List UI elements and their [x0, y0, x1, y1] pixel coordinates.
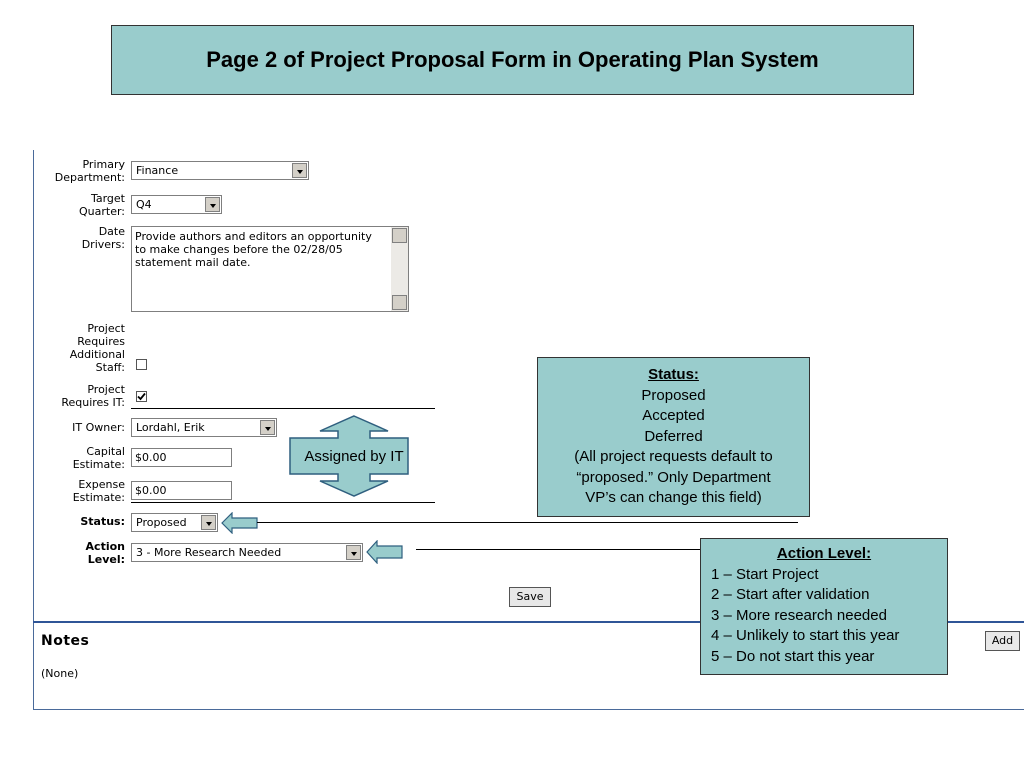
- status-pointer-arrow-icon: [221, 512, 258, 534]
- assigned-by-it-label: Assigned by IT: [304, 447, 404, 465]
- save-button[interactable]: Save: [509, 587, 551, 607]
- notes-divider: [33, 621, 1024, 623]
- assigned-by-it-double-arrow: [289, 415, 409, 497]
- capital-estimate-input[interactable]: $0.00: [131, 448, 232, 467]
- primary-department-label: Primary Department:: [54, 158, 125, 184]
- primary-department-select[interactable]: Finance: [131, 161, 309, 180]
- it-owner-select[interactable]: Lordahl, Erik: [131, 418, 277, 437]
- action-level-callout: Action Level: 1 – Start Project 2 – Star…: [700, 538, 948, 675]
- status-callout: Status: Proposed Accepted Deferred (All …: [537, 357, 810, 517]
- action-level-connector-line: [416, 549, 701, 550]
- date-drivers-scrollbar[interactable]: [391, 227, 408, 311]
- additional-staff-label: Project Requires Additional Staff:: [69, 322, 125, 374]
- date-drivers-text: Provide authors and editors an opportuni…: [135, 230, 372, 269]
- scroll-down-arrow-icon[interactable]: [392, 295, 407, 310]
- checkmark-icon: [137, 392, 146, 401]
- slide-title: Page 2 of Project Proposal Form in Opera…: [206, 47, 819, 72]
- add-note-button[interactable]: Add: [985, 631, 1020, 651]
- it-section-top-rule: [131, 408, 435, 409]
- capital-estimate-label: Capital Estimate:: [72, 445, 125, 471]
- chevron-down-icon[interactable]: [346, 545, 361, 560]
- action-level-pointer-arrow-icon: [366, 540, 403, 564]
- slide-title-box: Page 2 of Project Proposal Form in Opera…: [111, 25, 914, 95]
- form-frame-left-border: [33, 150, 34, 710]
- requires-it-label: Project Requires IT:: [61, 383, 125, 409]
- expense-estimate-input[interactable]: $0.00: [131, 481, 232, 500]
- status-label: Status:: [80, 515, 125, 528]
- it-owner-label: IT Owner:: [72, 421, 125, 434]
- it-section-bottom-rule: [131, 502, 435, 503]
- target-quarter-label: Target Quarter:: [78, 192, 125, 218]
- notes-value: (None): [41, 667, 79, 680]
- scroll-up-arrow-icon[interactable]: [392, 228, 407, 243]
- action-level-select[interactable]: 3 - More Research Needed: [131, 543, 363, 562]
- target-quarter-select[interactable]: Q4: [131, 195, 222, 214]
- action-level-label: Action Level:: [85, 540, 125, 566]
- date-drivers-label: Date Drivers:: [81, 225, 125, 251]
- status-select[interactable]: Proposed: [131, 513, 218, 532]
- form-frame-bottom-border: [33, 709, 1024, 710]
- date-drivers-textarea[interactable]: Provide authors and editors an opportuni…: [131, 226, 409, 312]
- requires-it-checkbox[interactable]: [136, 391, 147, 402]
- chevron-down-icon[interactable]: [205, 197, 220, 212]
- chevron-down-icon[interactable]: [201, 515, 216, 530]
- notes-heading: Notes: [41, 633, 90, 649]
- expense-estimate-label: Expense Estimate:: [72, 478, 125, 504]
- status-connector-line: [257, 522, 798, 523]
- additional-staff-checkbox[interactable]: [136, 359, 147, 370]
- chevron-down-icon[interactable]: [292, 163, 307, 178]
- chevron-down-icon[interactable]: [260, 420, 275, 435]
